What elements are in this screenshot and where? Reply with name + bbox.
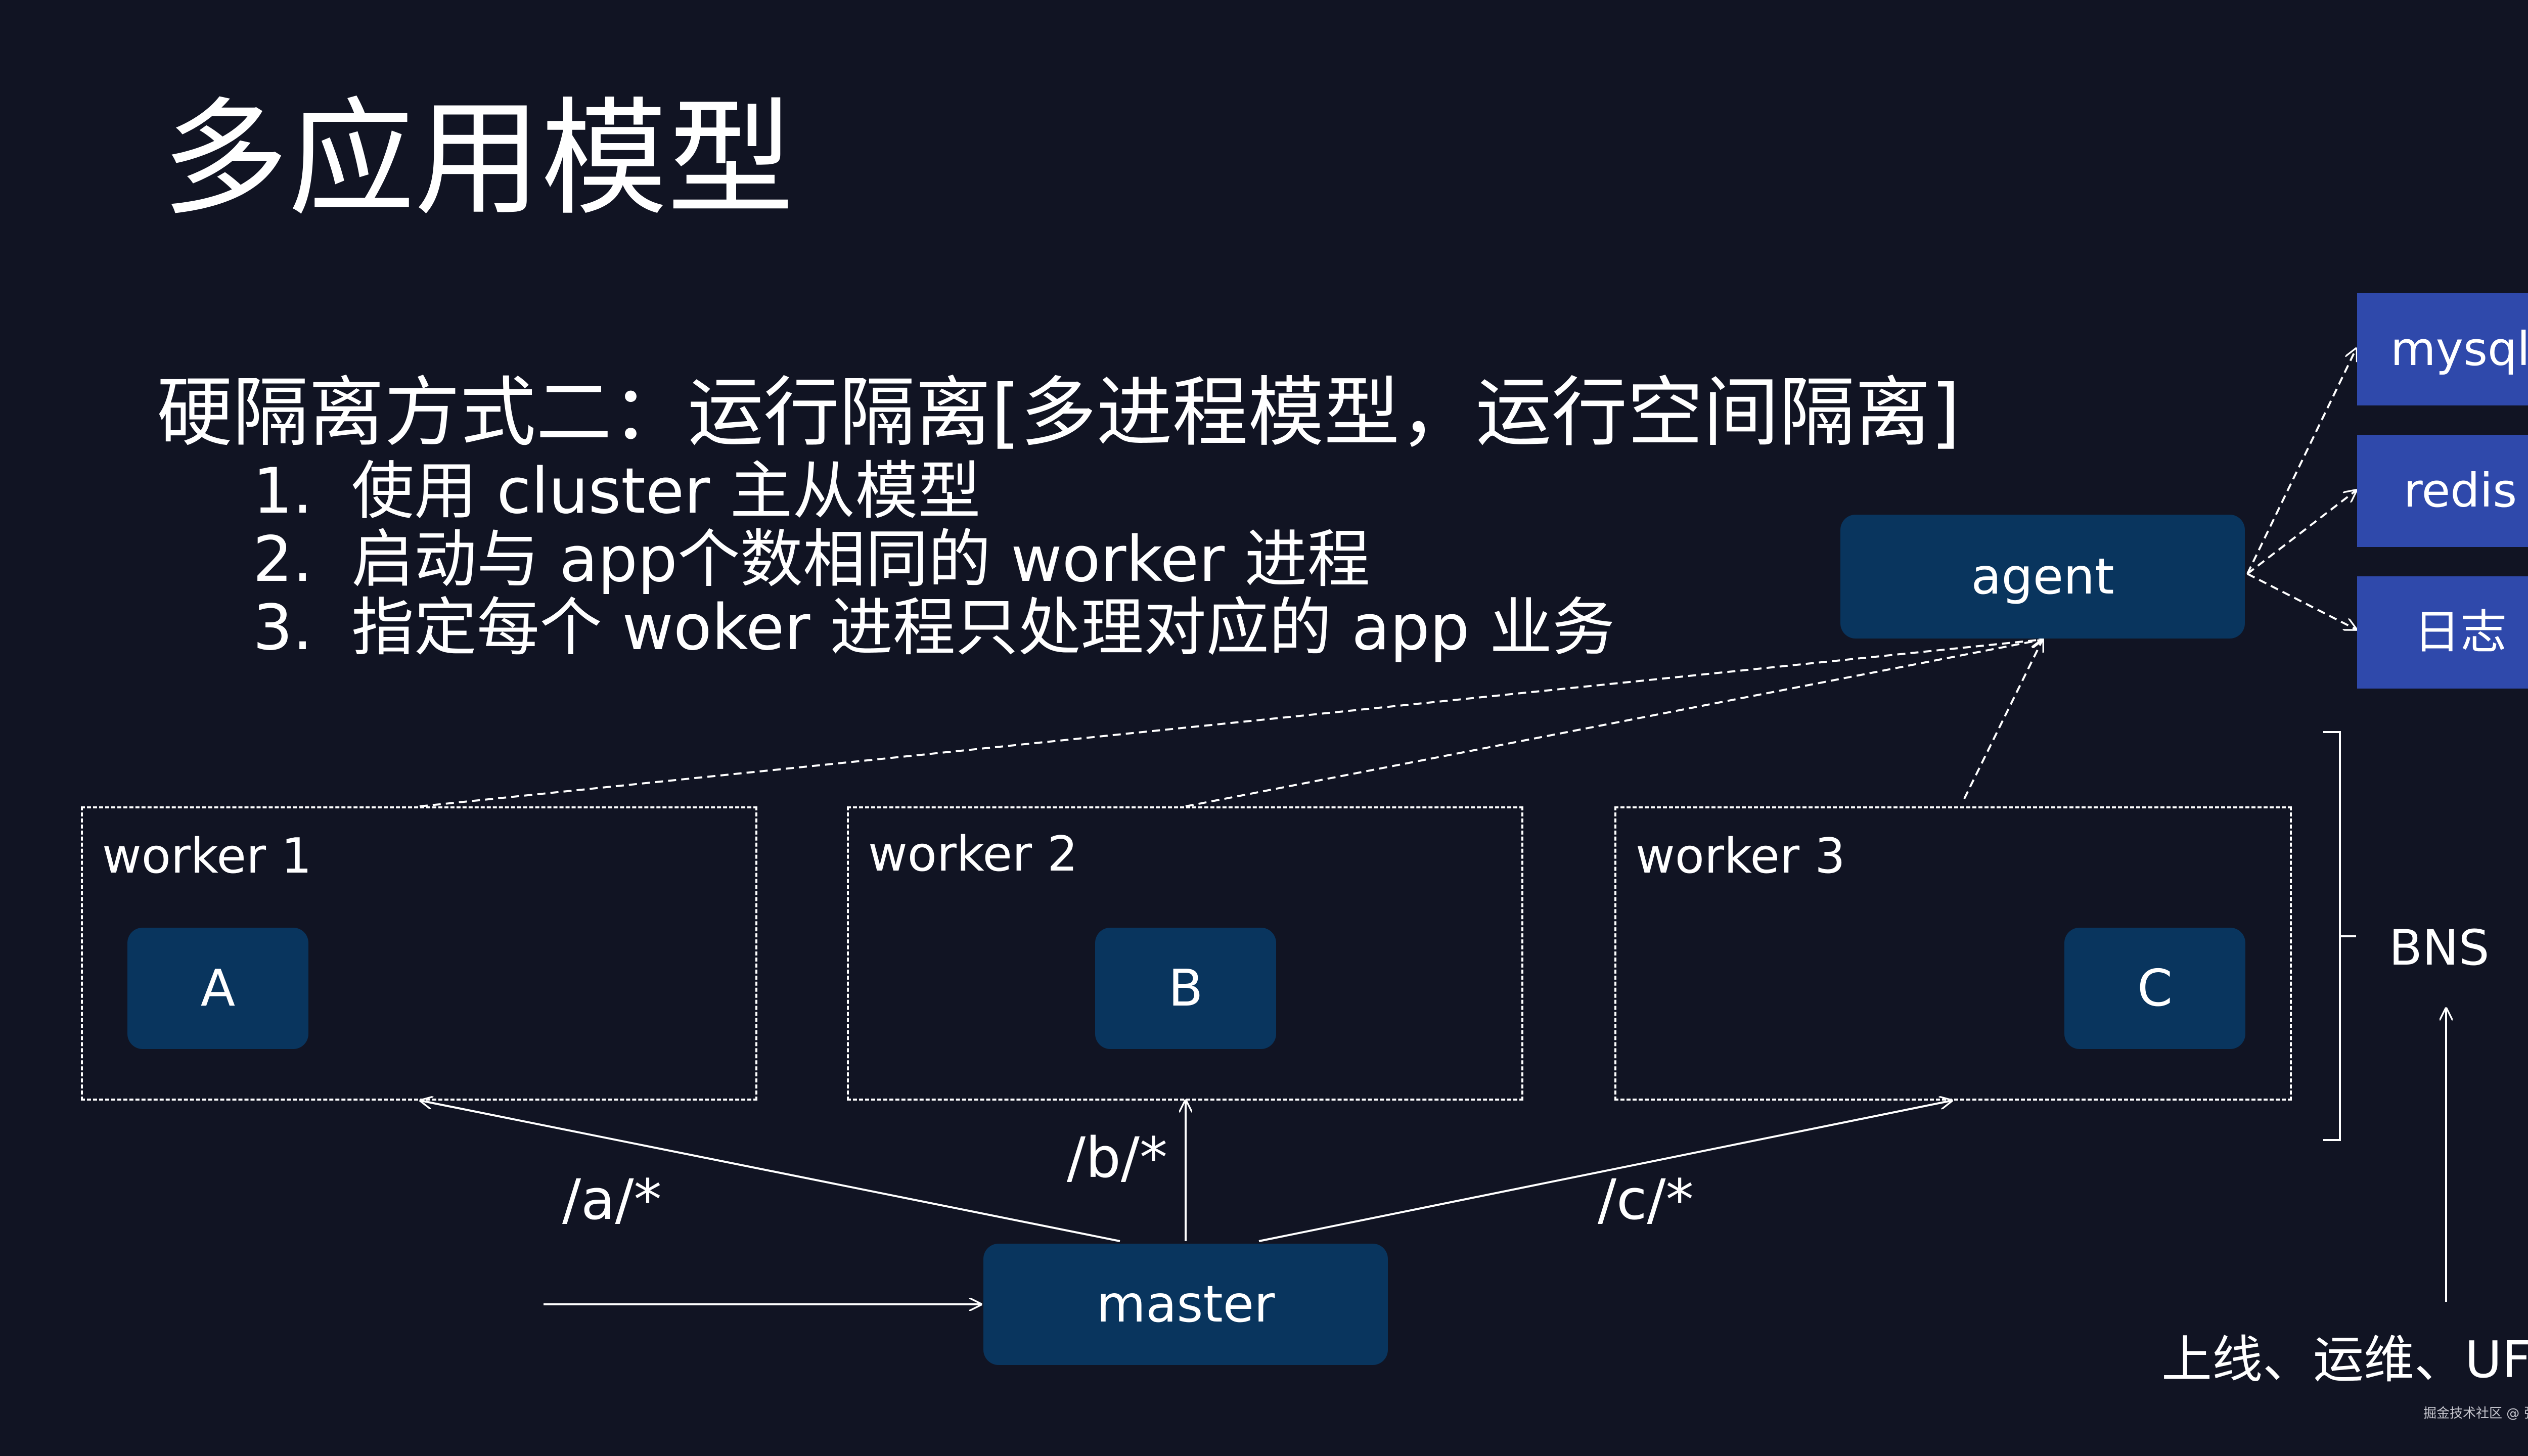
agent-log-line bbox=[2247, 573, 2356, 629]
worker-label: worker 3 bbox=[1636, 829, 1845, 884]
step-item: 2.启动与 app个数相同的 worker 进程 bbox=[253, 528, 1370, 591]
agent-redis-line bbox=[2246, 490, 2356, 575]
route-line-c bbox=[1258, 1101, 1952, 1242]
step-text: 启动与 app个数相同的 worker 进程 bbox=[351, 523, 1370, 596]
worker2-agent-line bbox=[1185, 640, 2043, 807]
store-mysql: mysql bbox=[2357, 293, 2528, 405]
agent-mysql-line bbox=[2246, 349, 2356, 574]
store-redis: redis bbox=[2357, 435, 2528, 547]
step-number: 3. bbox=[253, 592, 313, 664]
master-node: master bbox=[983, 1244, 1388, 1365]
app-node-b: B bbox=[1095, 928, 1276, 1049]
store-log: 日志 bbox=[2357, 576, 2528, 689]
route-label-b: /b/* bbox=[1067, 1125, 1167, 1190]
worker3-agent-line bbox=[1963, 640, 2043, 799]
route-label-a: /a/* bbox=[562, 1167, 662, 1232]
step-text: 指定每个 woker 进程只处理对应的 app 业务 bbox=[351, 592, 1615, 664]
step-item: 3.指定每个 woker 进程只处理对应的 app 业务 bbox=[253, 597, 1615, 659]
worker1-agent-line bbox=[419, 640, 2043, 807]
watermark: 掘金技术社区 @ 张亚涛 bbox=[2423, 1406, 2528, 1421]
step-number: 2. bbox=[253, 523, 313, 596]
slide-title: 多应用模型 bbox=[162, 85, 794, 233]
route-label-c: /c/* bbox=[1598, 1167, 1694, 1232]
worker-label: worker 1 bbox=[102, 829, 312, 884]
agent-node: agent bbox=[1840, 515, 2245, 639]
app-node-c: C bbox=[2064, 928, 2245, 1049]
bns-label: BNS bbox=[2389, 920, 2490, 976]
app-node-a: A bbox=[127, 928, 308, 1049]
ops-label: 上线、运维、UFC bbox=[2161, 1330, 2528, 1389]
worker-label: worker 2 bbox=[868, 827, 1078, 882]
bns-bracket bbox=[2323, 731, 2356, 1141]
step-number: 1. bbox=[253, 455, 313, 528]
worker-box-3: worker 3 bbox=[1614, 806, 2292, 1101]
slide-subtitle: 硬隔离方式二：运行隔离[多进程模型，运行空间隔离] bbox=[157, 369, 1961, 457]
route-line-a bbox=[421, 1101, 1120, 1242]
step-text: 使用 cluster 主从模型 bbox=[351, 455, 981, 528]
step-item: 1.使用 cluster 主从模型 bbox=[253, 460, 981, 523]
worker-box-1: worker 1 bbox=[81, 806, 757, 1101]
worker-box-2: worker 2 bbox=[847, 806, 1523, 1101]
